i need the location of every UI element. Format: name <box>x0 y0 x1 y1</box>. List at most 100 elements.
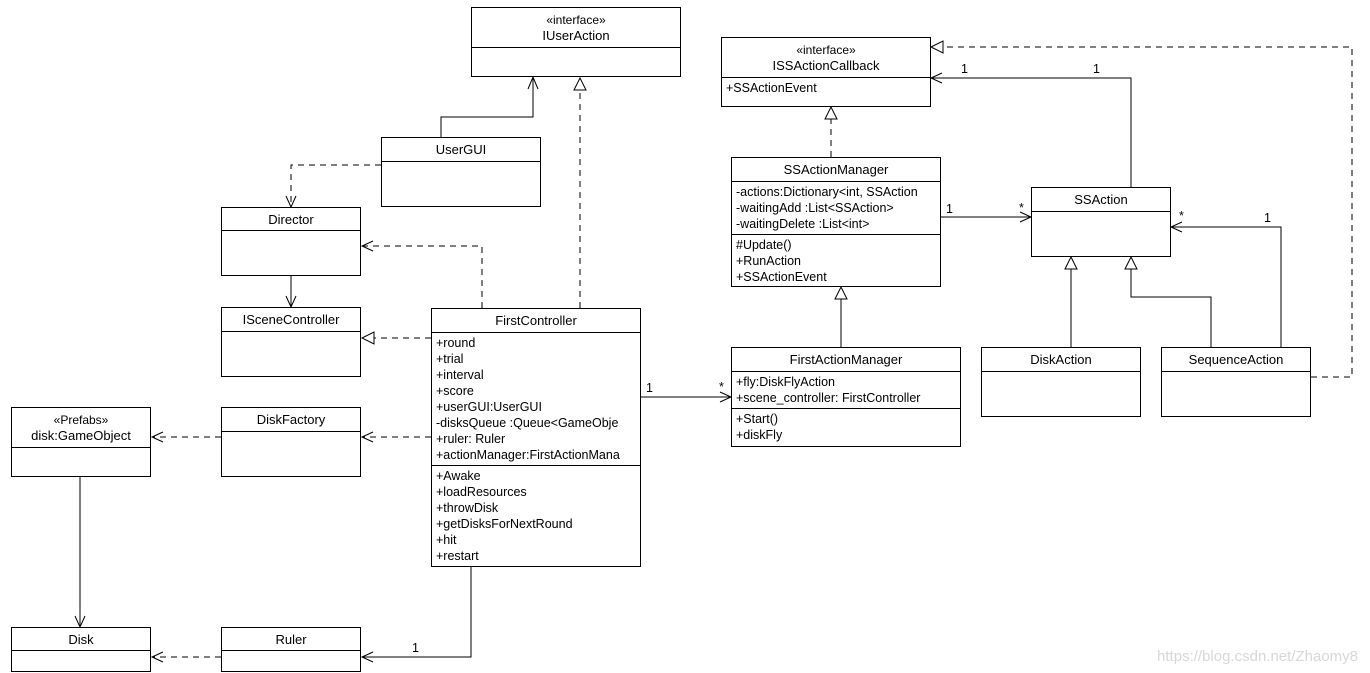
class-name: Disk <box>68 631 94 647</box>
multiplicity-label: 1 <box>961 62 968 76</box>
attribute-row: +scene_controller: FirstController <box>736 391 921 405</box>
class-title: DiskAction <box>982 348 1140 372</box>
class-title: Ruler <box>222 628 360 651</box>
method-row: +SSActionEvent <box>736 270 827 284</box>
arrowhead-open <box>929 72 943 84</box>
class-diskaction[interactable]: DiskAction <box>981 347 1141 417</box>
attribute-row: +interval <box>436 368 484 382</box>
attributes-section: -actions:Dictionary<int, SSAction -waiti… <box>732 182 940 235</box>
class-sequenceaction[interactable]: SequenceAction <box>1161 347 1311 417</box>
arrowhead-hollow-triangle <box>834 285 848 300</box>
attribute-row: -disksQueue :Queue<GameObje <box>436 416 619 430</box>
attributes-section: +round +trial +interval +score +userGUI:… <box>432 333 640 466</box>
methods-section: #Update() +RunAction +SSActionEvent <box>732 235 940 286</box>
attributes-section <box>222 332 360 354</box>
edge-ssaction-issactioncallback <box>931 77 1132 187</box>
class-name: DiskAction <box>1030 352 1092 367</box>
class-title: «interface» ISSActionCallback <box>722 38 930 78</box>
method-row: +loadResources <box>436 485 527 499</box>
attributes-section <box>1032 212 1170 234</box>
arrowhead-hollow-triangle <box>824 105 838 120</box>
edge-firstcontroller-director <box>362 245 483 308</box>
class-name: Director <box>268 211 314 227</box>
attributes-section <box>382 162 540 182</box>
edge-sequenceaction-issactioncallback <box>943 46 1353 378</box>
class-name: Ruler <box>275 631 307 647</box>
class-ssaction[interactable]: SSAction <box>1031 187 1171 257</box>
arrowhead-open <box>360 651 374 663</box>
attribute-row: +trial <box>436 352 464 366</box>
stereotype-label: «interface» <box>546 12 606 27</box>
method-row: +hit <box>436 533 457 547</box>
class-firstcontroller[interactable]: FirstController +round +trial +interval … <box>431 308 641 567</box>
edge-sequenceaction-ssaction <box>1171 226 1282 347</box>
class-name: disk:GameObject <box>31 427 131 443</box>
class-name: SSAction <box>1074 192 1128 207</box>
class-name: FirstController <box>495 313 577 328</box>
edge-firstcontroller-ruler <box>362 567 472 658</box>
edge-usergui-director <box>290 164 381 207</box>
arrowhead-open <box>150 431 164 443</box>
class-title: Director <box>222 208 360 231</box>
class-usergui[interactable]: UserGUI <box>381 137 541 207</box>
class-iuseraction[interactable]: «interface» IUserAction <box>471 7 681 77</box>
method-row: +Awake <box>436 469 481 483</box>
attributes-section <box>222 231 360 253</box>
attributes-section <box>982 372 1140 394</box>
class-name: ISceneController <box>242 312 340 327</box>
methods-section: +Awake +loadResources +throwDisk +getDis… <box>432 466 640 566</box>
class-iscenecontroller[interactable]: ISceneController <box>221 307 361 377</box>
multiplicity-label: 1 <box>646 381 653 395</box>
arrowhead-hollow-triangle <box>929 40 944 54</box>
arrowhead-hollow-triangle <box>1064 255 1078 270</box>
method-row: #Update() <box>736 238 792 252</box>
class-director[interactable]: Director <box>221 207 361 276</box>
method-row: +throwDisk <box>436 501 499 515</box>
class-prefabs-disk-gameobject[interactable]: «Prefabs» disk:GameObject <box>11 407 151 477</box>
class-name: FirstActionManager <box>789 352 903 367</box>
class-firstactionmanager[interactable]: FirstActionManager +fly:DiskFlyAction +s… <box>731 347 961 447</box>
multiplicity-label: * <box>1179 209 1184 223</box>
attributes-section <box>222 432 360 454</box>
class-disk[interactable]: Disk <box>11 627 151 672</box>
class-ssactionmanager[interactable]: SSActionManager -actions:Dictionary<int,… <box>731 157 941 287</box>
class-name: DiskFactory <box>256 412 326 427</box>
arrowhead-hollow-triangle <box>360 331 375 345</box>
class-title: SSActionManager <box>732 158 940 182</box>
method-row: +getDisksForNextRound <box>436 517 573 531</box>
attribute-row: +round <box>436 336 476 350</box>
attributes-section: +fly:DiskFlyAction +scene_controller: Fi… <box>732 372 960 409</box>
attribute-row: -actions:Dictionary<int, SSAction <box>736 185 918 199</box>
edge-sequenceaction-ssaction-generalization <box>1130 269 1212 347</box>
stereotype-label: «Prefabs» <box>53 412 109 427</box>
multiplicity-label: 1 <box>946 202 953 216</box>
arrowhead-open <box>1169 221 1183 233</box>
multiplicity-label: 1 <box>1093 62 1100 76</box>
class-ruler[interactable]: Ruler <box>221 627 361 672</box>
class-title: SequenceAction <box>1162 348 1310 372</box>
class-name: SSActionManager <box>783 162 889 177</box>
multiplicity-label: 1 <box>412 641 419 655</box>
attribute-row: +actionManager:FirstActionMana <box>436 448 620 462</box>
method-row: +SSActionEvent <box>726 81 817 95</box>
class-title: Disk <box>12 628 150 651</box>
method-row: +Start() <box>736 412 779 426</box>
class-diskfactory[interactable]: DiskFactory <box>221 407 361 477</box>
class-issactioncallback[interactable]: «interface» ISSActionCallback +SSActionE… <box>721 37 931 107</box>
edge-usergui-iuseraction <box>440 77 534 137</box>
attribute-row: +fly:DiskFlyAction <box>736 375 835 389</box>
class-title: FirstActionManager <box>732 348 960 372</box>
attribute-row: +ruler: Ruler <box>436 432 506 446</box>
method-row: +diskFly <box>736 428 783 442</box>
class-title: FirstController <box>432 309 640 333</box>
arrowhead-open <box>360 431 374 443</box>
arrowhead-hollow-triangle <box>1124 255 1138 270</box>
class-name: UserGUI <box>435 142 487 157</box>
arrowhead-open <box>360 240 374 252</box>
arrowhead-open <box>150 651 164 663</box>
multiplicity-label: * <box>1019 201 1024 215</box>
multiplicity-label: * <box>719 380 724 394</box>
class-title: ISceneController <box>222 308 360 332</box>
